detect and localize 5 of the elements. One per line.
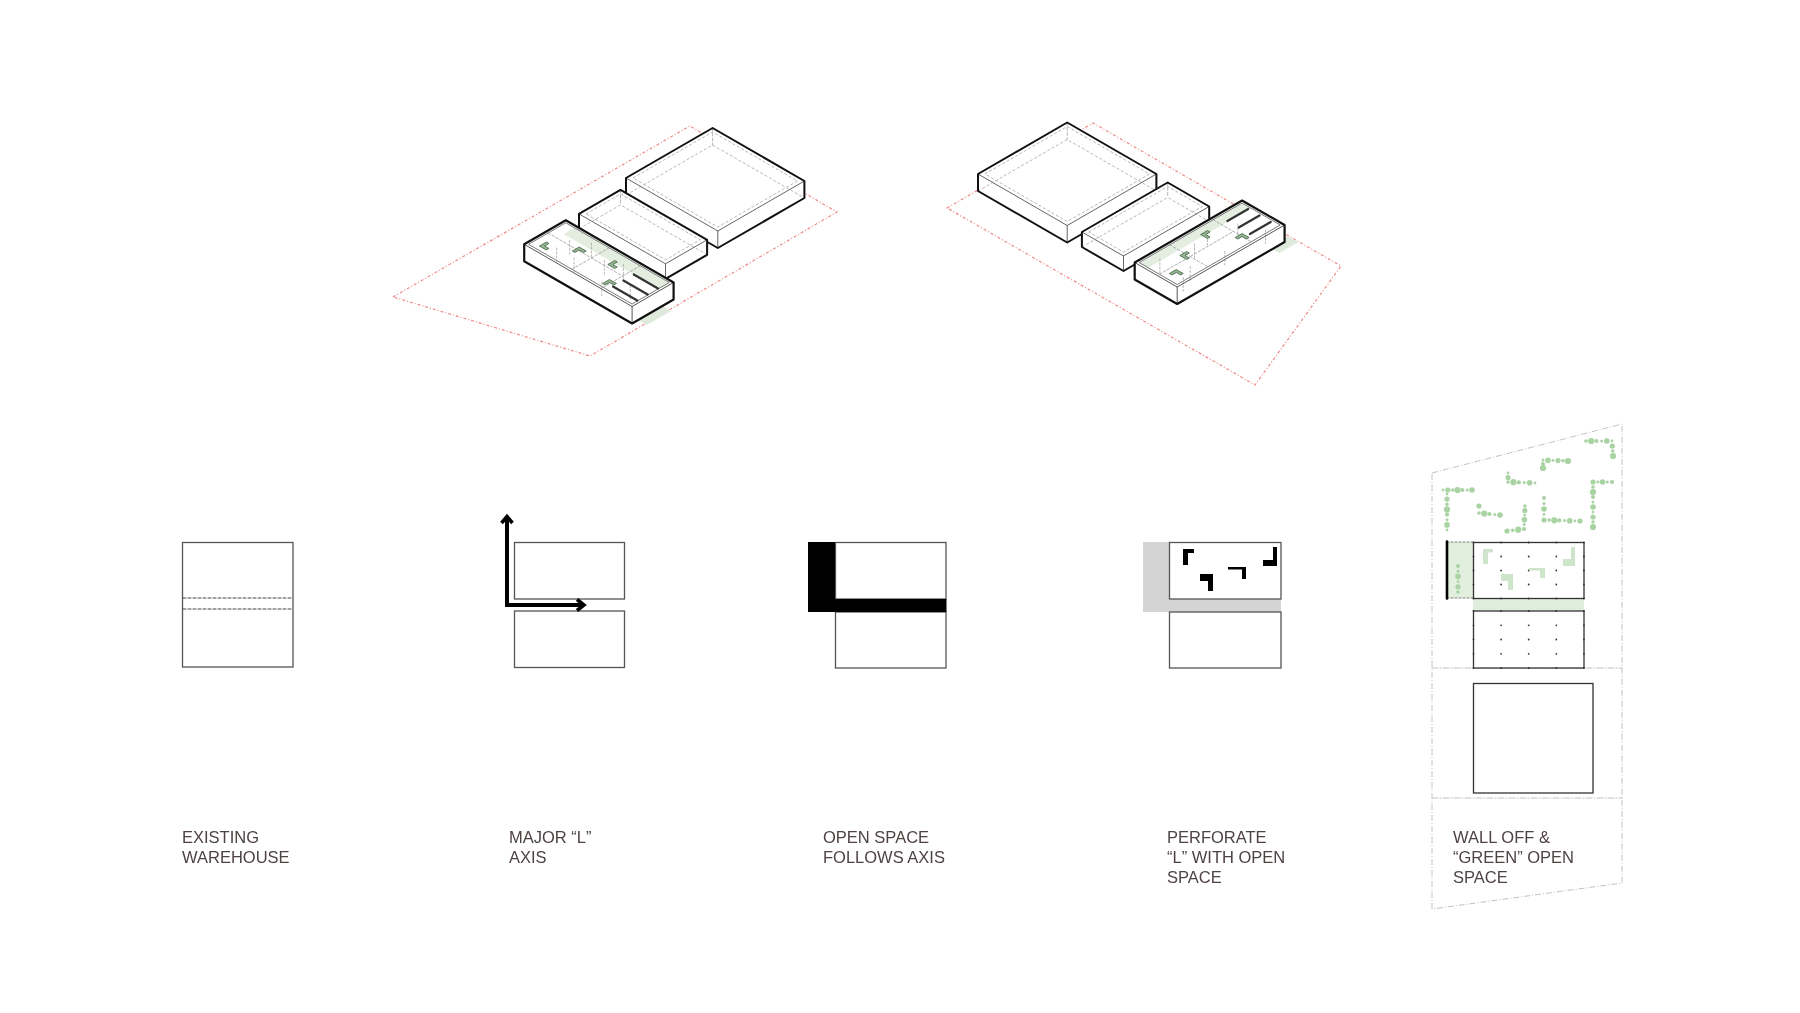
caption-text: EXISTING WAREHOUSE	[182, 827, 290, 867]
caption-text: PERFORATE “L” WITH OPEN SPACE	[1167, 827, 1286, 887]
caption-text: WALL OFF & “GREEN” OPEN SPACE	[1453, 827, 1574, 887]
caption-text: OPEN SPACE FOLLOWS AXIS	[823, 827, 945, 867]
caption-text: MAJOR “L” AXIS	[509, 827, 592, 867]
